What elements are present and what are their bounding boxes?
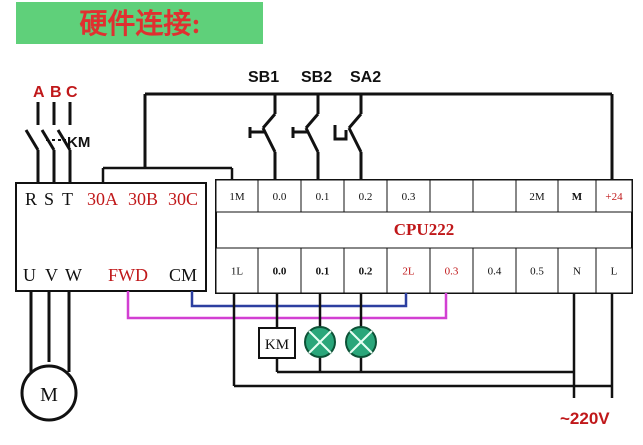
plc-bottom-terminal-label: 2L bbox=[402, 266, 415, 278]
diagram-title: 硬件连接: bbox=[79, 8, 200, 40]
output-coil-label: KM bbox=[265, 337, 289, 353]
terminal-fwd: FWD bbox=[108, 265, 148, 285]
plc-bottom-cell bbox=[257, 247, 302, 294]
plc-top-terminal-label: 0.2 bbox=[359, 191, 373, 203]
plc-bottom-terminal-label: 0.5 bbox=[530, 266, 544, 278]
plc-bottom-terminal-label: N bbox=[573, 266, 581, 278]
switch-sb1-label: SB1 bbox=[248, 69, 279, 86]
indicator-lamp-2 bbox=[345, 326, 377, 358]
terminal-v: V bbox=[45, 265, 58, 285]
plc-top-terminal-label: M bbox=[572, 191, 583, 203]
plc-bottom-cell bbox=[429, 247, 474, 294]
plc-top-cell bbox=[557, 179, 597, 213]
plc-bottom-cell bbox=[595, 247, 633, 294]
supply-lines bbox=[24, 102, 72, 183]
plc-top-terminal-label: 2M bbox=[529, 191, 545, 203]
switch-sb1 bbox=[248, 113, 277, 180]
plc-bottom-terminal-label: 0.4 bbox=[488, 266, 502, 278]
plc-bottom-terminal-label: 1L bbox=[231, 266, 244, 278]
terminal-30c: 30C bbox=[168, 189, 198, 209]
plc-top-cell bbox=[386, 179, 431, 213]
plc-top-cell bbox=[300, 179, 345, 213]
motor bbox=[20, 364, 78, 422]
indicator-lamp-1 bbox=[304, 326, 336, 358]
plc-bottom-terminal-label: L bbox=[611, 266, 618, 278]
phase-b-label: B bbox=[50, 84, 62, 101]
fwd-control-wire bbox=[126, 291, 448, 320]
plc-top-terminal-label: 1M bbox=[229, 191, 245, 203]
terminal-cm: CM bbox=[169, 265, 197, 285]
plc-top-terminal-label: 0.1 bbox=[316, 191, 330, 203]
plc-bottom-cell bbox=[515, 247, 559, 294]
motor-leads bbox=[29, 291, 71, 372]
mains-label: ~220V bbox=[560, 409, 610, 428]
switch-sa2 bbox=[333, 113, 363, 180]
plc-bottom-cell bbox=[557, 247, 597, 294]
switch-sa2-label: SA2 bbox=[350, 69, 381, 86]
phase-c-label: C bbox=[66, 84, 78, 101]
plc-top-terminal-label: 0.3 bbox=[402, 191, 416, 203]
plc-bottom-terminal-label: 0.1 bbox=[316, 266, 330, 278]
plc-bottom-cell bbox=[343, 247, 388, 294]
plc-bottom-terminal-label: 0.3 bbox=[445, 266, 459, 278]
plc-bottom-cell bbox=[300, 247, 345, 294]
plc-bottom-row: 1L 0.0 0.1 0.2 2L 0.3 0.4 0.5 N L bbox=[215, 247, 633, 294]
switch-sb2-label: SB2 bbox=[301, 69, 332, 86]
terminal-w: W bbox=[65, 265, 82, 285]
plc-top-cell bbox=[472, 179, 517, 213]
terminal-t: T bbox=[62, 189, 73, 209]
motor-label: M bbox=[40, 384, 58, 406]
plc-bottom-terminal-label: 0.0 bbox=[273, 266, 287, 278]
switch-bus bbox=[143, 92, 614, 180]
output-coil bbox=[258, 327, 296, 359]
terminal-s: S bbox=[44, 189, 54, 209]
plc-top-cell bbox=[515, 179, 559, 213]
plc-top-row: 1M 0.0 0.1 0.2 0.3 2M M +24 bbox=[215, 179, 633, 213]
plc-bottom-cell bbox=[472, 247, 517, 294]
plc-bottom-cell bbox=[215, 247, 259, 294]
plc-top-cell bbox=[343, 179, 388, 213]
cm-common-wire bbox=[190, 291, 408, 308]
phase-a-label: A bbox=[33, 84, 45, 101]
terminal-30a: 30A bbox=[87, 189, 118, 209]
plc-top-cell bbox=[595, 179, 633, 213]
plc-top-cell bbox=[429, 179, 474, 213]
title-banner bbox=[16, 2, 263, 44]
plc-model-label: CPU222 bbox=[394, 220, 454, 239]
terminal-r: R bbox=[25, 189, 37, 209]
inverter-box bbox=[15, 182, 207, 292]
plc-bottom-terminal-label: 0.2 bbox=[359, 266, 373, 278]
switch-sb2 bbox=[291, 113, 320, 180]
relay-wire bbox=[101, 166, 234, 183]
output-wiring bbox=[232, 293, 614, 398]
terminal-u: U bbox=[23, 265, 36, 285]
plc-bottom-cell bbox=[386, 247, 431, 294]
plc-top-terminal-label: +24 bbox=[605, 191, 623, 203]
terminal-30b: 30B bbox=[128, 189, 158, 209]
plc-top-cell bbox=[215, 179, 259, 213]
contactor-label: KM bbox=[67, 134, 90, 151]
plc-top-terminal-label: 0.0 bbox=[273, 191, 287, 203]
